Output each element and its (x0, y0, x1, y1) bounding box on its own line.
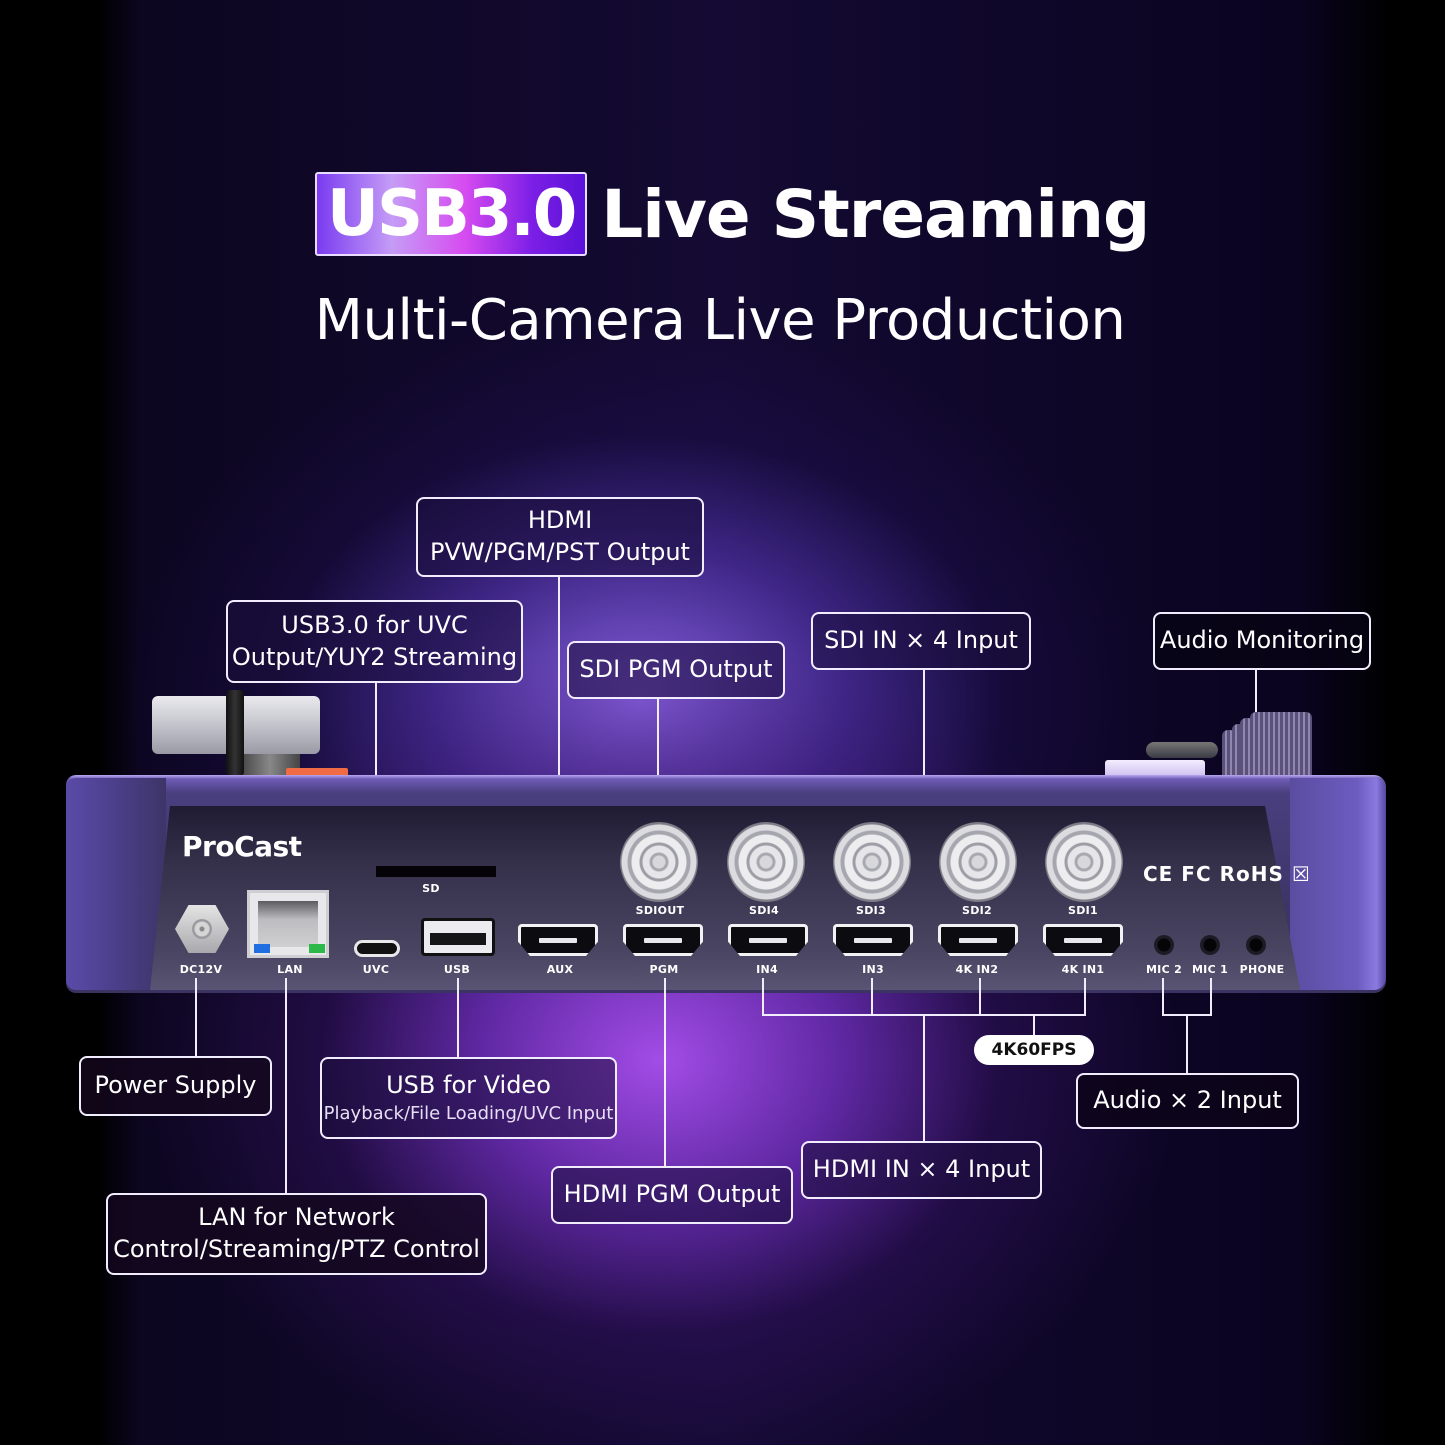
callout-sdi-pgm-output: SDI PGM Output (567, 641, 785, 699)
port-label-aux: AUX (546, 963, 574, 976)
callout-line1: HDMI PGM Output (563, 1180, 781, 1209)
port-label-in2: 4K IN2 (955, 963, 999, 976)
joystick[interactable] (1146, 742, 1218, 758)
callout-hdmi-in: HDMI IN × 4 Input (801, 1141, 1042, 1199)
port-label-in1: 4K IN1 (1061, 963, 1105, 976)
dc-power-port[interactable] (175, 905, 229, 953)
connector-line (1033, 1014, 1035, 1036)
connector-line (979, 978, 981, 1016)
sdi1-bnc-port[interactable] (1045, 822, 1123, 902)
port-label-lan: LAN (277, 963, 303, 976)
port-label-dc: DC12V (179, 963, 223, 976)
usb3-badge: USB3.0 (315, 172, 588, 256)
callout-hdmi-pvw-pgm-pst: HDMI PVW/PGM/PST Output (416, 497, 704, 577)
callout-audio-monitoring: Audio Monitoring (1153, 612, 1371, 670)
callout-line2: Output/YUY2 Streaming (231, 642, 518, 671)
port-label-sdi1: SDI1 (1068, 904, 1098, 917)
hdmi-aux-port[interactable] (518, 924, 598, 956)
callout-line2: PVW/PGM/PST Output (430, 538, 690, 566)
connector-line (285, 978, 287, 1194)
port-label-mic2: MIC 2 (1145, 963, 1183, 976)
connector-line (923, 668, 925, 788)
port-label-sdi4: SDI4 (749, 904, 779, 917)
usb-a-port[interactable] (421, 918, 495, 956)
sdi2-bnc-port[interactable] (939, 822, 1017, 902)
connector-line (558, 576, 560, 926)
right-margin (1385, 0, 1445, 1445)
phone-jack[interactable] (1246, 935, 1266, 955)
connector-line (871, 978, 873, 1016)
port-label-phone: PHONE (1239, 963, 1285, 976)
4k60fps-badge: 4K60FPS (974, 1035, 1094, 1065)
hdmi-in2-port[interactable] (938, 924, 1018, 956)
callout-line1: Audio Monitoring (1159, 626, 1365, 655)
hdmi-pgm-port[interactable] (623, 924, 703, 956)
callout-line1: SDI IN × 4 Input (824, 626, 1018, 655)
callout-line1: USB for Video (386, 1071, 551, 1100)
certification-marks: CE FC RoHS ☒ (1143, 862, 1311, 886)
hdmi-in3-port[interactable] (833, 924, 913, 956)
callout-line1: USB3.0 for UVC (281, 610, 468, 639)
port-label-sdiout: SDIOUT (635, 904, 685, 917)
callout-line2: Control/Streaming/PTZ Control (113, 1235, 480, 1263)
chassis-left-edge (66, 778, 166, 990)
connector-line (657, 698, 659, 824)
connector-line (1210, 978, 1212, 1014)
hdmi-in4-port[interactable] (728, 924, 808, 956)
callout-line1: HDMI (527, 506, 593, 535)
knob[interactable] (1250, 712, 1312, 778)
connector-line (1084, 978, 1086, 1016)
callout-hdmi-pgm-output: HDMI PGM Output (551, 1166, 793, 1224)
callout-power-supply: Power Supply (79, 1056, 272, 1116)
brand-logo: ProCast (182, 830, 302, 863)
callout-usb-video: USB for Video Playback/File Loading/UVC … (320, 1057, 617, 1139)
callout-line1: HDMI IN × 4 Input (812, 1155, 1031, 1184)
connector-line (1162, 978, 1164, 1014)
port-label-sdi3: SDI3 (856, 904, 886, 917)
connector-line (195, 978, 197, 1058)
sd-card-slot[interactable] (376, 866, 496, 877)
port-label-uvc: UVC (362, 963, 390, 976)
lan-socket (258, 901, 318, 947)
fader-base (286, 768, 348, 778)
callout-audio-input: Audio × 2 Input (1076, 1073, 1299, 1129)
callout-line1: Power Supply (94, 1071, 257, 1100)
headline-subtitle: Multi-Camera Live Production (314, 288, 1126, 353)
mic1-jack[interactable] (1200, 935, 1220, 955)
left-margin (0, 0, 98, 1445)
port-label-sdi2: SDI2 (962, 904, 992, 917)
callout-line1: SDI PGM Output (579, 655, 773, 684)
port-label-in3: IN3 (862, 963, 884, 976)
connector-line (762, 978, 764, 1016)
callout-lan: LAN for Network Control/Streaming/PTZ Co… (106, 1193, 487, 1275)
callout-sdi-in: SDI IN × 4 Input (811, 612, 1031, 670)
lan-led-blue (254, 944, 270, 953)
chassis-right-edge (1290, 778, 1386, 990)
fader-ring (226, 690, 244, 776)
callout-usb3-uvc: USB3.0 for UVC Output/YUY2 Streaming (226, 600, 523, 683)
hdmi-in1-port[interactable] (1043, 924, 1123, 956)
joystick-base (1105, 760, 1205, 778)
port-label-pgm: PGM (649, 963, 679, 976)
connector-line (923, 1014, 925, 1142)
callout-line1: Audio × 2 Input (1093, 1086, 1282, 1115)
sdi4-bnc-port[interactable] (727, 822, 805, 902)
connector-line (664, 978, 666, 1168)
mic2-jack[interactable] (1154, 935, 1174, 955)
connector-line (1186, 1014, 1188, 1074)
uvc-usb-c-port[interactable] (354, 940, 400, 957)
port-label-in4: IN4 (756, 963, 778, 976)
callout-line2: Playback/File Loading/UVC Input (323, 1102, 614, 1124)
sdi-out-bnc-port[interactable] (620, 822, 698, 902)
port-label-usb: USB (443, 963, 471, 976)
headline-title: Live Streaming (601, 175, 1150, 253)
connector-line (457, 978, 459, 1058)
lan-port[interactable] (247, 890, 329, 958)
lan-led-green (309, 944, 325, 953)
sd-label: SD (422, 882, 440, 895)
sdi3-bnc-port[interactable] (833, 822, 911, 902)
port-label-mic1: MIC 1 (1191, 963, 1229, 976)
headline: USB3.0 Live Streaming (315, 172, 1150, 256)
callout-line1: LAN for Network (198, 1203, 395, 1232)
